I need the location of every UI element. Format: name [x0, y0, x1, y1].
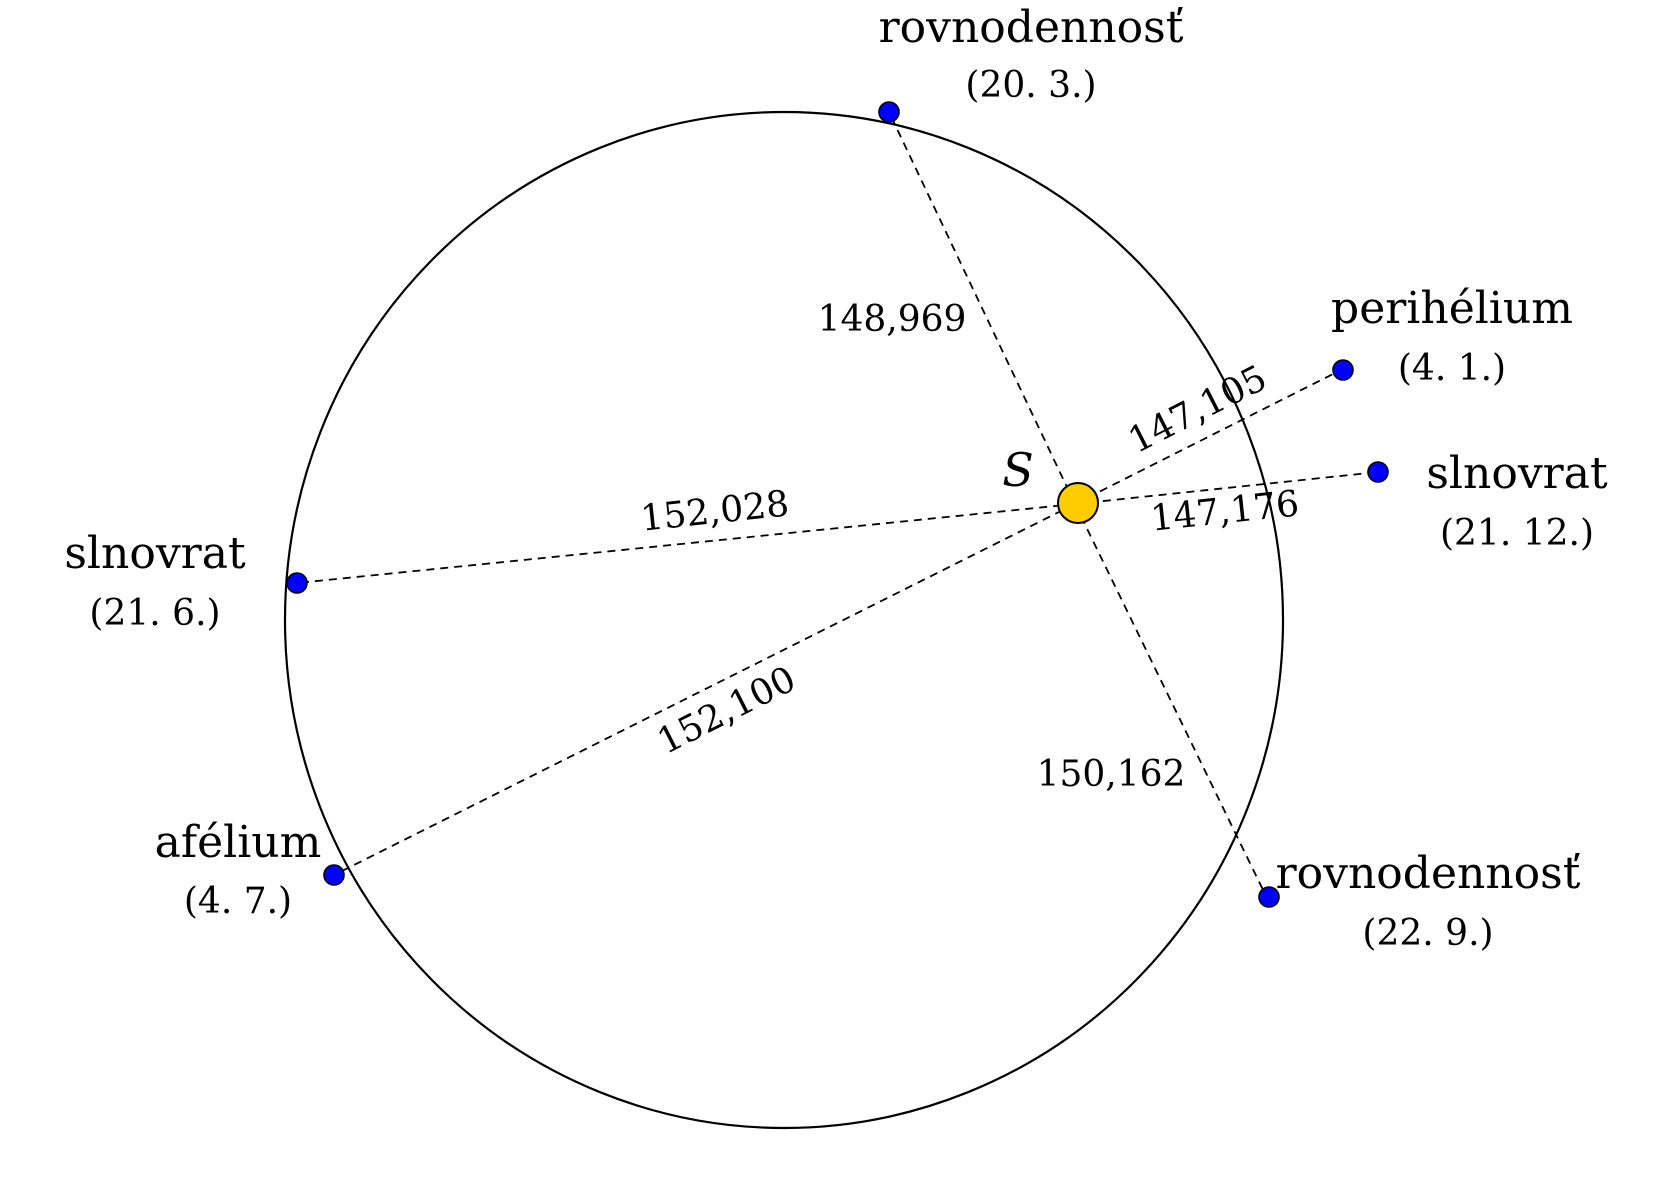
- radius-line-equinox-september: [1074, 503, 1267, 897]
- distance-solstice-december: 147,176: [1149, 483, 1301, 539]
- label-aphelion-date: (4. 7.): [184, 881, 292, 922]
- point-equinox-september: [1258, 886, 1280, 908]
- radius-line-aphelion: [333, 503, 1076, 876]
- radius-line-perihelion: [1074, 371, 1338, 505]
- label-solstice-december-name: slnovrat: [1426, 448, 1608, 499]
- label-perihelion-date: (4. 1.): [1398, 348, 1506, 389]
- distance-perihelion: 147,105: [1122, 358, 1273, 462]
- distance-solstice-june: 152,028: [639, 483, 791, 539]
- radius-line-solstice-december: [1074, 471, 1379, 505]
- label-solstice-june-name: slnovrat: [64, 528, 246, 579]
- label-equinox-september-date: (22. 9.): [1362, 913, 1493, 954]
- distance-equinox-march: 148,969: [818, 299, 967, 340]
- label-aphelion-name: afélium: [155, 817, 322, 868]
- orbit-points: [286, 101, 1389, 908]
- label-equinox-march-date: (20. 3.): [965, 65, 1096, 106]
- point-equinox-march: [878, 101, 900, 123]
- point-solstice-june: [286, 572, 308, 594]
- radius-line-equinox-march: [888, 111, 1076, 505]
- label-solstice-june-date: (21. 6.): [89, 593, 220, 634]
- point-solstice-december: [1367, 461, 1389, 483]
- label-perihelion-name: perihélium: [1331, 283, 1573, 334]
- distance-equinox-september: 150,162: [1037, 754, 1186, 795]
- label-solstice-december-date: (21. 12.): [1440, 513, 1594, 554]
- radius-line-solstice-june: [296, 503, 1076, 584]
- label-equinox-september-name: rovnodennosť: [1276, 848, 1581, 899]
- sun: [1057, 482, 1099, 524]
- label-equinox-march-name: rovnodennosť: [879, 2, 1184, 53]
- distance-aphelion: 152,100: [651, 659, 802, 763]
- radius-lines: [296, 111, 1379, 897]
- sun-label: S: [1002, 443, 1034, 497]
- point-aphelion: [323, 864, 345, 886]
- orbit-ellipse: [283, 110, 1285, 1130]
- point-perihelion: [1332, 359, 1354, 381]
